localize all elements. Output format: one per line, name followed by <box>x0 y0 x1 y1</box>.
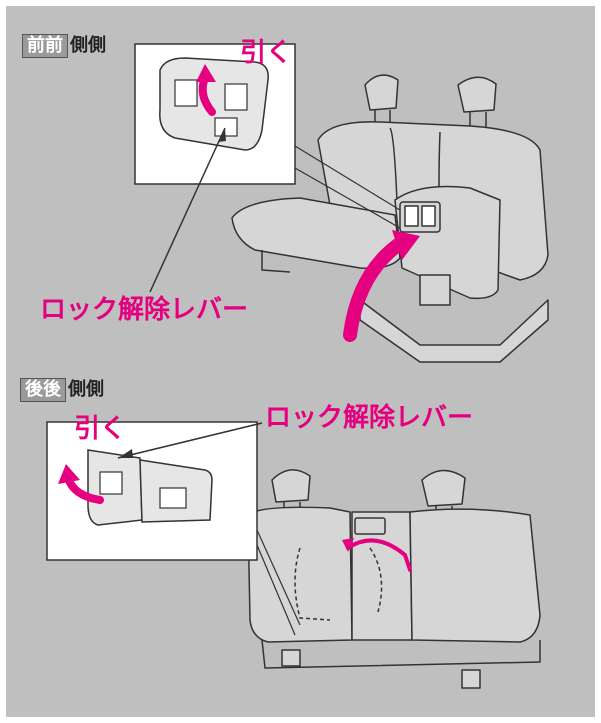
rear-seat-pull-arrow <box>346 538 412 572</box>
front-pointer-head <box>218 128 226 142</box>
front-lift-arrow-head <box>392 230 420 260</box>
rear-leader-line-1 <box>256 529 301 626</box>
front-lever-pointer <box>149 127 226 293</box>
rear-inset-arrow-head <box>58 464 80 484</box>
rear-pointer-head <box>118 449 133 458</box>
rear-tag-box: 後後 <box>20 378 66 402</box>
rear-tag-rest: 側側 <box>68 379 104 400</box>
rear-leader-line-2 <box>256 544 296 636</box>
front-side-tag: 前前 側側 <box>22 34 106 58</box>
front-leader-line-2 <box>294 167 401 229</box>
front-lift-arrow <box>343 235 409 342</box>
front-pull-label: 引く <box>240 38 293 68</box>
front-inset-arrow-head <box>196 64 216 82</box>
rear-side-tag: 後後 側側 <box>20 378 104 402</box>
rear-pull-label: 引く <box>74 414 127 444</box>
front-leader-line-1 <box>294 145 401 211</box>
rear-lever-pointer <box>117 422 263 459</box>
front-tag-rest: 側側 <box>70 35 106 56</box>
rear-lever-label: ロック解除レバー <box>265 403 474 433</box>
front-lever-label: ロック解除レバー <box>40 295 249 325</box>
rear-seat-arrow-head <box>342 538 354 552</box>
rear-seat-drawing <box>247 469 541 689</box>
front-seat-drawing <box>231 74 549 363</box>
front-tag-box: 前前 <box>22 34 68 58</box>
